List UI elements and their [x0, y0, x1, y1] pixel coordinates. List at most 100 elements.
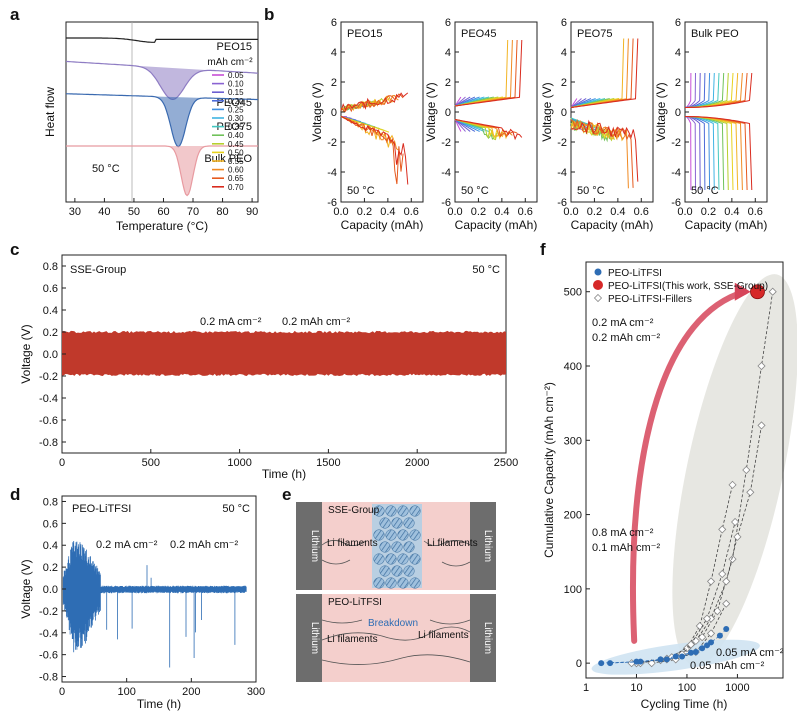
panel-a-xtick-label: 40	[98, 206, 110, 218]
panel-label-e: e	[282, 485, 291, 504]
panel-c-current: 0.2 mA cm⁻²	[200, 316, 262, 328]
b-frame-2	[570, 21, 654, 203]
f-ytick-label: 200	[564, 510, 582, 522]
peo-point	[704, 642, 711, 649]
lithium-electrode-bottom-right	[470, 594, 496, 682]
filler-point	[757, 421, 766, 430]
sse-particle	[397, 505, 409, 517]
c-ytick-label: 0.8	[43, 261, 58, 273]
b-charge-curve	[685, 72, 692, 108]
b-discharge-curve	[340, 116, 404, 185]
filler-point	[731, 517, 740, 527]
filler-point	[702, 614, 712, 623]
filler-point	[728, 480, 737, 489]
b-subplot-temp: 50 °C	[577, 185, 605, 197]
filler-point	[733, 532, 742, 541]
c-ytick-label: -0.6	[39, 415, 58, 427]
b-discharge-curve	[685, 116, 711, 191]
filler-point	[647, 659, 656, 668]
b-legend-label: 0.55	[228, 157, 244, 166]
b-ytick-label: 6	[675, 17, 681, 29]
b-legend-label: 0.30	[228, 114, 244, 123]
f-legend-label: PEO-LiTFSI(This work, SSE-Group)	[608, 281, 768, 292]
panel-d-capacity: 0.2 mAh cm⁻²	[170, 539, 238, 551]
sse-particle	[397, 577, 409, 589]
b-xtick-label: 0.4	[380, 206, 395, 218]
b-xtick-label: 0.4	[724, 206, 739, 218]
b-legend-label: 0.65	[228, 174, 244, 183]
c-xtick-label: 1500	[316, 457, 340, 469]
c-ytick-label: -0.8	[39, 437, 58, 449]
b-ylabel: Voltage (V)	[540, 82, 554, 141]
b-ylabel: Voltage (V)	[310, 82, 324, 141]
b-xtick-label: 0.4	[494, 206, 509, 218]
d-xtick-label: 300	[247, 686, 265, 698]
sse-particle	[385, 553, 397, 565]
b-ytick-label: 0	[561, 107, 567, 119]
f-xtick-label: 10	[630, 682, 642, 694]
sse-particle	[397, 529, 409, 541]
b-ytick-label: 0	[675, 107, 681, 119]
dsc-curve-peo45	[66, 60, 259, 101]
b-xlabel: Capacity (mAh)	[685, 218, 768, 232]
b-legend-label: 0.15	[228, 88, 244, 97]
d-ytick-label: 0.2	[43, 562, 58, 574]
panel-f-annot-2: 0.2 mAh cm⁻²	[592, 332, 660, 344]
d-ytick-label: -0.2	[39, 606, 58, 618]
lithium-electrode-top-left	[296, 502, 322, 590]
sse-particle	[373, 577, 385, 589]
f-xtick-label: 1000	[725, 682, 749, 694]
b-charge-curve	[454, 39, 509, 107]
b-charge-curve	[570, 38, 639, 108]
sse-particle	[385, 505, 397, 517]
sse-particle	[373, 553, 385, 565]
c-voltage-band	[62, 330, 506, 376]
filament-top-left	[321, 540, 367, 546]
panel-d-xlabel: Time (h)	[137, 697, 181, 711]
sse-particle	[391, 541, 403, 553]
b-legend-label: 0.40	[228, 131, 244, 140]
dsc-label-3: Bulk PEO	[204, 153, 252, 165]
sse-particle	[409, 553, 421, 565]
panel-a-xtick-label: 50	[128, 206, 140, 218]
b-subplot-title: Bulk PEO	[691, 28, 739, 40]
b-xtick-label: 0.6	[634, 206, 649, 218]
panel-label-d: d	[10, 485, 20, 504]
b-xlabel: Capacity (mAh)	[455, 218, 538, 232]
peo-point	[716, 632, 723, 639]
b-legend-label: 0.25	[228, 105, 244, 114]
b-discharge-curve	[685, 116, 753, 191]
c-ytick-label: 0.4	[43, 305, 58, 317]
b-ytick-label: -6	[441, 197, 451, 209]
b-xtick-label: 0.6	[748, 206, 763, 218]
b-xtick-label: 0.2	[471, 206, 486, 218]
b-ytick-label: 4	[561, 47, 567, 59]
schematic-top-right-note: Li filaments	[427, 538, 478, 549]
b-frame-0	[340, 21, 424, 203]
b-charge-curve	[685, 72, 729, 108]
b-ytick-label: 2	[561, 77, 567, 89]
filament-top-left-2	[321, 559, 351, 565]
c-xtick-label: 2500	[494, 457, 518, 469]
b-discharge-curve	[454, 119, 523, 141]
d-xtick-label: 100	[117, 686, 135, 698]
panel-f-annot-3: 0.8 mA cm⁻²	[592, 527, 654, 539]
dsc-curve-bulk-peo	[66, 145, 258, 197]
filler-point	[728, 555, 737, 564]
c-ytick-label: -0.4	[39, 393, 58, 405]
c-xtick-label: 0	[59, 457, 65, 469]
improvement-arrow-head	[734, 282, 751, 301]
c-xtick-label: 2000	[405, 457, 429, 469]
b-ytick-label: 4	[331, 47, 337, 59]
sse-particle	[403, 565, 415, 577]
legend-marker-circle	[593, 280, 603, 290]
panel-a-xtick-label: 30	[69, 206, 81, 218]
peo-point	[637, 658, 644, 665]
f-ytick-label: 400	[564, 361, 582, 373]
peo-point	[657, 656, 664, 663]
b-charge-curve	[340, 93, 404, 113]
b-ylabel: Voltage (V)	[654, 82, 668, 141]
f-xtick-label: 1	[583, 682, 589, 694]
